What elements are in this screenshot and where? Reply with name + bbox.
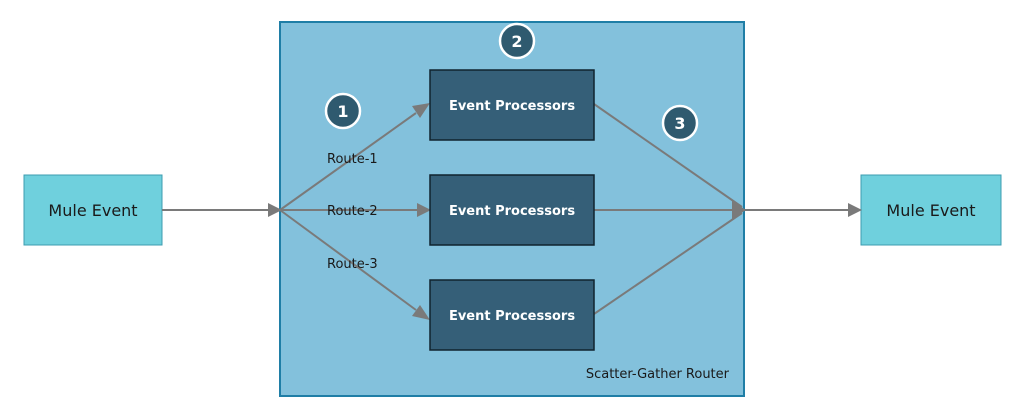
route-3-label: Route-3 [327,257,378,272]
event-processors-box-1 [429,69,595,141]
step-1-number: 1 [337,102,348,121]
step-2-number: 2 [511,32,522,51]
step-3-number: 3 [674,114,685,133]
event-processors-label-3: Event Processors [449,309,575,324]
source-mule-event-label: Mule Event [48,201,137,220]
router-label: Scatter-Gather Router [586,367,730,382]
target-mule-event-box [860,174,1002,246]
event-processors-label-2: Event Processors [449,204,575,219]
step-3-badge [661,104,699,142]
event-processors-box-3 [429,279,595,351]
route-1-connector [279,112,417,211]
output-arrow-head [848,203,862,217]
gather-connector-1 [593,103,743,208]
route-2-label: Route-2 [327,204,378,219]
route-2-arrow-head [417,203,431,217]
event-processors-box-2 [429,174,595,246]
target-mule-event-label: Mule Event [886,201,975,220]
input-arrow-head [268,203,282,217]
gather-connector-3 [593,212,743,315]
step-2-badge [498,22,536,60]
route-3-arrow-head [412,305,430,320]
source-mule-event-box [23,174,163,246]
gather-arrow-head [732,201,746,219]
route-1-arrow-head [412,103,430,118]
route-3-connector [279,209,417,311]
event-processors-label-1: Event Processors [449,99,575,114]
route-1-label: Route-1 [327,152,378,167]
step-1-badge [324,92,362,130]
